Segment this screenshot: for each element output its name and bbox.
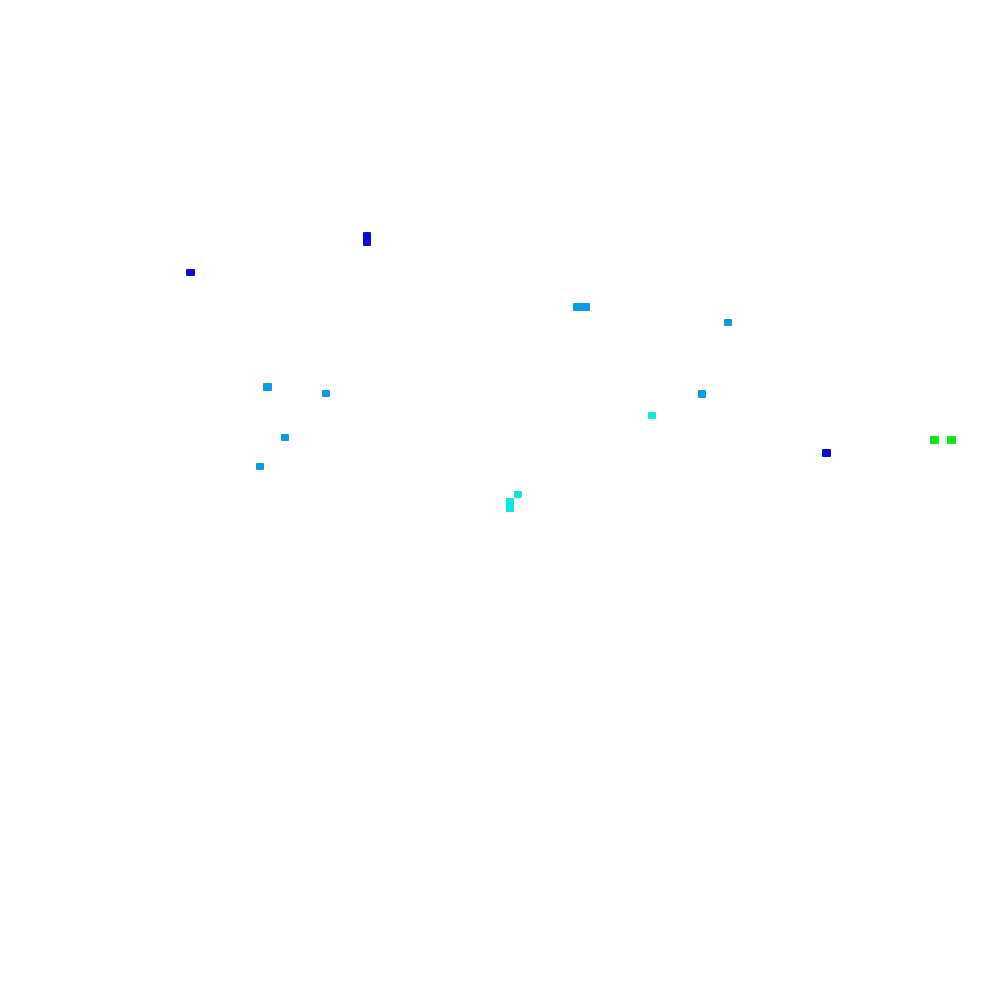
color-marker	[322, 390, 330, 397]
color-marker	[514, 491, 522, 498]
color-marker	[573, 303, 590, 311]
color-marker	[947, 436, 956, 444]
color-marker	[506, 498, 514, 512]
color-marker	[822, 449, 831, 457]
color-marker	[363, 232, 371, 246]
color-marker	[263, 383, 272, 391]
color-marker	[281, 434, 289, 441]
color-marker	[930, 436, 939, 444]
color-marker	[256, 463, 264, 470]
color-marker	[648, 412, 656, 419]
color-marker	[724, 319, 732, 326]
color-marker	[186, 269, 195, 276]
color-marker	[698, 390, 706, 398]
